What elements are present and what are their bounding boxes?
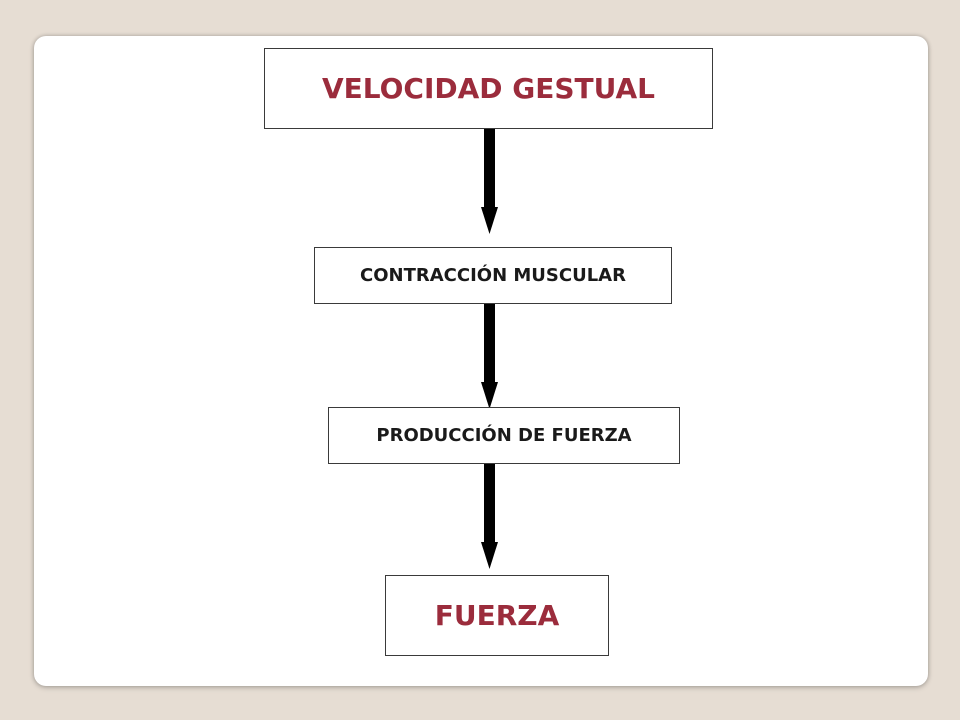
node-label: PRODUCCIÓN DE FUERZA	[376, 425, 632, 446]
arrow-shaft	[484, 464, 495, 544]
arrowhead-icon	[481, 382, 498, 409]
arrow-shaft	[484, 129, 495, 209]
node-label: VELOCIDAD GESTUAL	[321, 72, 656, 105]
node-label: FUERZA	[434, 599, 560, 632]
node-label: CONTRACCIÓN MUSCULAR	[360, 265, 626, 286]
arrow-contraccion-to-produccion	[481, 304, 498, 409]
arrow-velocidad-to-contraccion	[481, 129, 498, 234]
node-contraccion-muscular: CONTRACCIÓN MUSCULAR	[314, 247, 672, 304]
arrow-produccion-to-fuerza	[481, 464, 498, 569]
node-velocidad-gestual: VELOCIDAD GESTUAL	[264, 48, 713, 129]
arrowhead-icon	[481, 542, 498, 569]
slide-canvas: VELOCIDAD GESTUAL CONTRACCIÓN MUSCULAR P…	[34, 36, 928, 686]
node-fuerza: FUERZA	[385, 575, 609, 656]
arrow-shaft	[484, 304, 495, 384]
arrowhead-icon	[481, 207, 498, 234]
node-produccion-de-fuerza: PRODUCCIÓN DE FUERZA	[328, 407, 680, 464]
